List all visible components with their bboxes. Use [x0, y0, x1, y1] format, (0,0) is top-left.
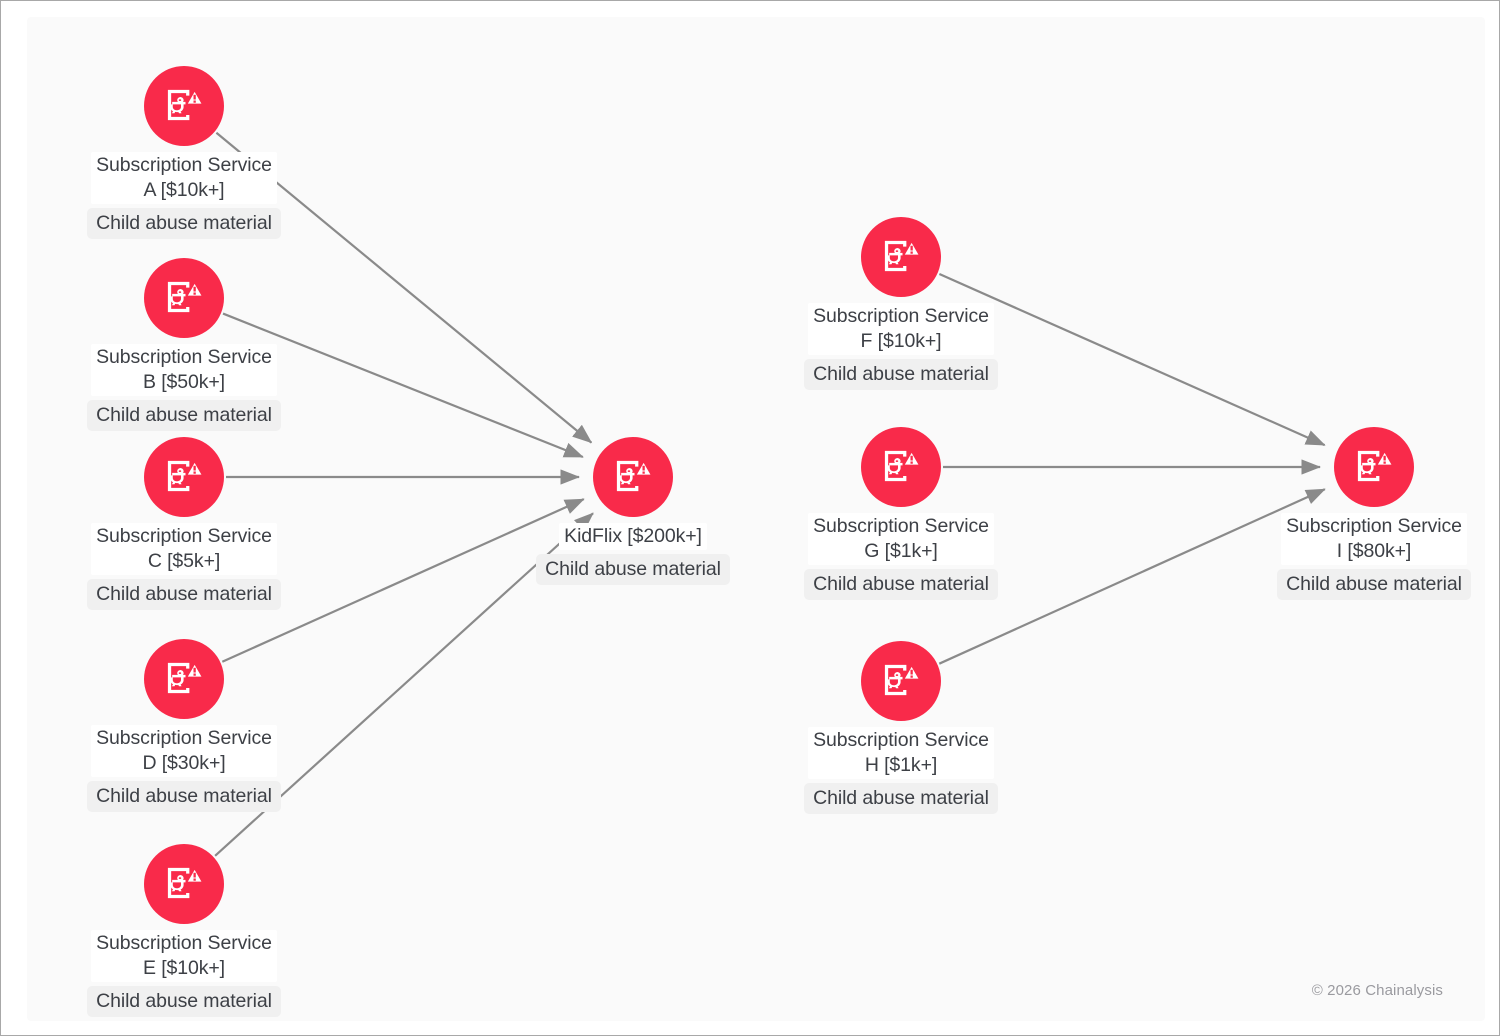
node-circle-b[interactable] [144, 258, 224, 338]
node-circle-f[interactable] [861, 217, 941, 297]
node-circle-c[interactable] [144, 437, 224, 517]
node-title-label: Subscription Service D [$30k+] [91, 725, 277, 777]
node-circle-kidflix[interactable] [593, 437, 673, 517]
child-abuse-material-warning-icon [167, 88, 204, 121]
node-category-tag: Child abuse material [87, 579, 281, 610]
node-circle-g[interactable] [861, 427, 941, 507]
graph-node-a[interactable]: Subscription Service A [$10k+] Child abu… [54, 66, 314, 239]
child-abuse-material-warning-icon [167, 280, 204, 313]
child-abuse-material-warning-icon [167, 459, 204, 492]
node-category-tag: Child abuse material [87, 986, 281, 1017]
node-title-label: Subscription Service G [$1k+] [808, 513, 994, 565]
node-category-tag: Child abuse material [536, 554, 730, 585]
child-abuse-material-warning-icon [616, 459, 653, 492]
node-title-label: Subscription Service H [$1k+] [808, 727, 994, 779]
node-title-label: Subscription Service B [$50k+] [91, 344, 277, 396]
node-category-tag: Child abuse material [804, 783, 998, 814]
node-title-label: Subscription Service I [$80k+] [1281, 513, 1467, 565]
node-category-tag: Child abuse material [87, 781, 281, 812]
graph-node-c[interactable]: Subscription Service C [$5k+] Child abus… [54, 437, 314, 610]
node-category-tag: Child abuse material [87, 208, 281, 239]
graph-canvas[interactable]: Subscription Service A [$10k+] Child abu… [27, 17, 1485, 1021]
graph-node-i[interactable]: Subscription Service I [$80k+] Child abu… [1244, 427, 1485, 600]
node-category-tag: Child abuse material [1277, 569, 1471, 600]
node-circle-i[interactable] [1334, 427, 1414, 507]
node-circle-h[interactable] [861, 641, 941, 721]
node-title-label: Subscription Service A [$10k+] [91, 152, 277, 204]
node-category-tag: Child abuse material [804, 569, 998, 600]
child-abuse-material-warning-icon [884, 239, 921, 272]
node-title-label: Subscription Service E [$10k+] [91, 930, 277, 982]
child-abuse-material-warning-icon [1357, 449, 1394, 482]
graph-node-f[interactable]: Subscription Service F [$10k+] Child abu… [771, 217, 1031, 390]
copyright-footer: © 2026 Chainalysis [1311, 982, 1443, 999]
child-abuse-material-warning-icon [884, 663, 921, 696]
node-title-label: Subscription Service C [$5k+] [91, 523, 277, 575]
node-circle-e[interactable] [144, 844, 224, 924]
graph-node-kidflix[interactable]: KidFlix [$200k+] Child abuse material [503, 437, 763, 585]
graph-node-g[interactable]: Subscription Service G [$1k+] Child abus… [771, 427, 1031, 600]
node-category-tag: Child abuse material [87, 400, 281, 431]
child-abuse-material-warning-icon [884, 449, 921, 482]
node-category-tag: Child abuse material [804, 359, 998, 390]
graph-node-e[interactable]: Subscription Service E [$10k+] Child abu… [54, 844, 314, 1017]
node-circle-a[interactable] [144, 66, 224, 146]
node-title-label: Subscription Service F [$10k+] [808, 303, 994, 355]
child-abuse-material-warning-icon [167, 661, 204, 694]
graph-node-b[interactable]: Subscription Service B [$50k+] Child abu… [54, 258, 314, 431]
graph-node-d[interactable]: Subscription Service D [$30k+] Child abu… [54, 639, 314, 812]
child-abuse-material-warning-icon [167, 866, 204, 899]
node-circle-d[interactable] [144, 639, 224, 719]
node-title-label: KidFlix [$200k+] [559, 523, 707, 550]
graph-node-h[interactable]: Subscription Service H [$1k+] Child abus… [771, 641, 1031, 814]
